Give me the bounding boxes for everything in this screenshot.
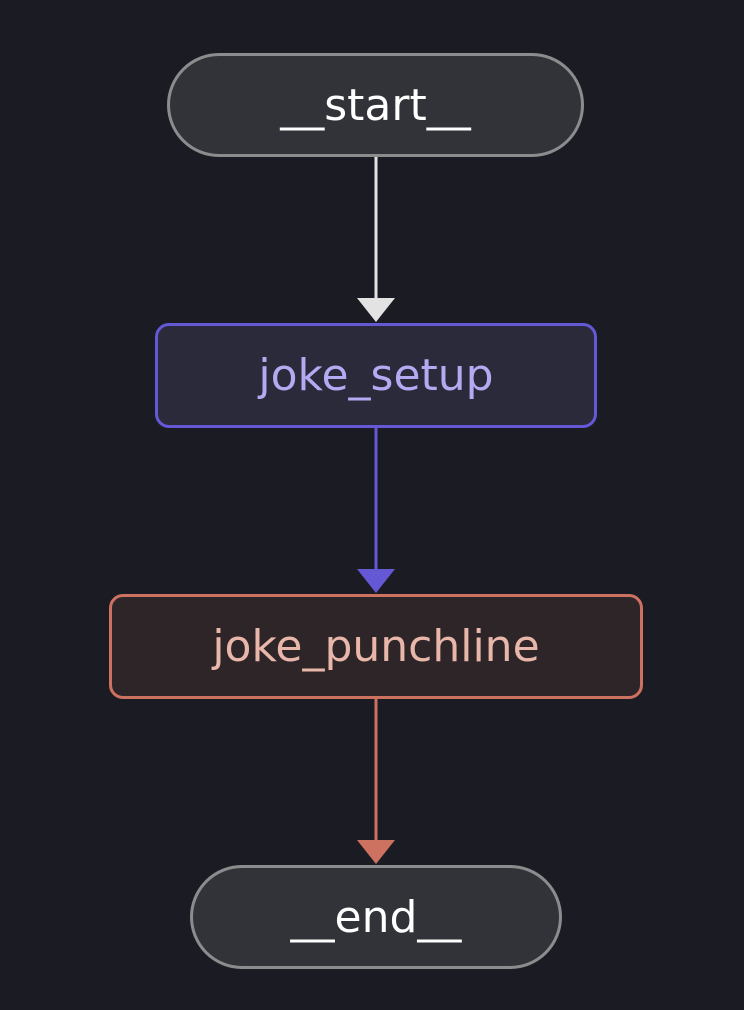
node-joke-setup[interactable]: joke_setup [155,323,597,428]
edge-joke-punchline-to-end [357,699,395,864]
node-joke-punchline-label: joke_punchline [212,621,540,672]
node-joke-punchline[interactable]: joke_punchline [109,594,643,699]
edge-start-to-joke-setup [357,157,395,322]
node-joke-setup-label: joke_setup [258,350,494,401]
node-end[interactable]: __end__ [190,865,562,969]
arrowhead-icon [357,840,395,864]
edge-joke-setup-to-joke-punchline [357,428,395,593]
node-end-label: __end__ [290,891,462,943]
arrowhead-icon [357,298,395,322]
node-start[interactable]: __start__ [167,53,584,157]
node-start-label: __start__ [280,79,471,131]
arrowhead-icon [357,569,395,593]
